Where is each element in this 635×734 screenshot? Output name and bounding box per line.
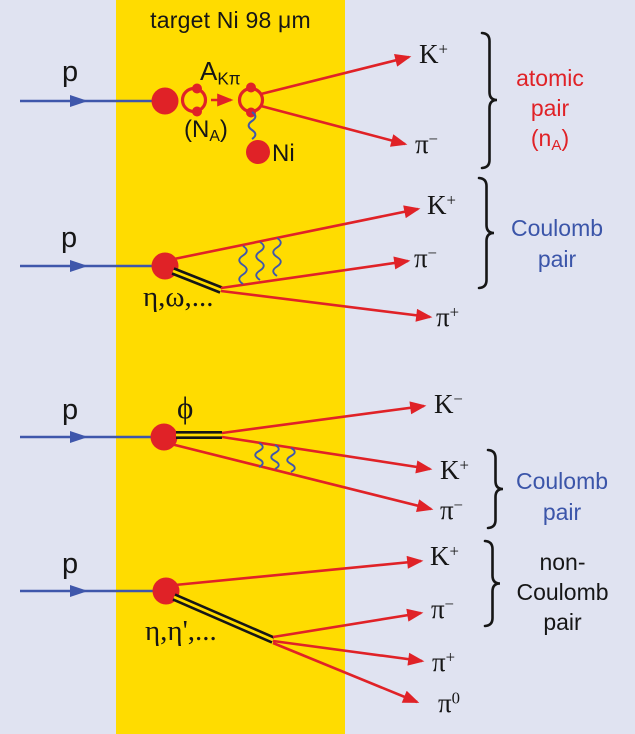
particle-label-kplus: K+ bbox=[440, 455, 469, 485]
atom-dot bbox=[192, 83, 202, 94]
particle-label-kplus: K+ bbox=[427, 190, 456, 220]
interaction-vertex-blob bbox=[151, 252, 179, 280]
number-of-atoms-label: (NA) bbox=[184, 116, 228, 145]
resonance-label-phi: ϕ bbox=[177, 390, 194, 425]
beam-arrowhead-icon bbox=[70, 431, 88, 443]
proton-label: p bbox=[61, 222, 78, 254]
beam-arrowhead-icon bbox=[70, 95, 88, 107]
beam-arrowhead-icon bbox=[70, 585, 88, 597]
atom-dot bbox=[246, 82, 256, 93]
piminus-track bbox=[260, 104, 408, 147]
piplus-track bbox=[220, 289, 433, 322]
row3-phi-coulomb-pair-diagram bbox=[20, 401, 504, 530]
atom-dot bbox=[192, 106, 202, 117]
photon-wave-icon bbox=[247, 111, 257, 140]
photon-wave-icon bbox=[254, 442, 264, 468]
kplus-track bbox=[173, 205, 421, 261]
piminus-track bbox=[170, 442, 434, 512]
row1-atomic-pair-diagram bbox=[20, 31, 498, 170]
photon-wave-icon bbox=[286, 447, 296, 473]
photon-wave-icon bbox=[255, 241, 265, 281]
coulomb-pair-caption: Coulomb pair bbox=[510, 215, 604, 272]
nickel-nucleus-blob bbox=[246, 140, 270, 164]
proton-label: p bbox=[62, 548, 79, 580]
pair-brace bbox=[477, 176, 495, 290]
photon-wave-icon bbox=[270, 444, 280, 470]
resonance-label-eta-omega: η,ω,... bbox=[143, 281, 214, 313]
piminus-track bbox=[272, 608, 424, 639]
kplus-track bbox=[174, 555, 424, 587]
target-title: target Ni 98 μm bbox=[150, 7, 311, 33]
pair-brace bbox=[480, 31, 498, 170]
target-band bbox=[116, 0, 345, 734]
resonance-label-eta-etaprime: η,η',... bbox=[145, 615, 217, 647]
particle-label-piminus: π− bbox=[431, 594, 455, 624]
piminus-track bbox=[220, 256, 411, 290]
interaction-vertex-blob bbox=[152, 577, 180, 605]
kplus-track bbox=[260, 54, 412, 96]
particle-label-piplus: π+ bbox=[436, 302, 460, 332]
interaction-vertex-blob bbox=[151, 87, 179, 115]
coulomb-pair-caption: Coulomb pair bbox=[515, 468, 609, 525]
proton-label: p bbox=[62, 56, 79, 88]
proton-label: p bbox=[62, 394, 79, 426]
pair-brace bbox=[483, 539, 501, 628]
non-coulomb-pair-caption: non- Coulomb pair bbox=[516, 549, 609, 635]
atomic-pair-caption: atomic pair (nA) bbox=[516, 65, 584, 154]
kplus-track bbox=[221, 435, 433, 474]
kminus-track bbox=[221, 401, 427, 435]
kpi-atom-label: AKπ bbox=[200, 56, 241, 89]
atom-dot bbox=[246, 107, 256, 118]
interaction-vertex-blob bbox=[150, 423, 178, 451]
particle-label-kminus: K− bbox=[434, 389, 463, 419]
particle-label-piplus: π+ bbox=[432, 647, 456, 677]
particle-label-kplus: K+ bbox=[419, 39, 448, 69]
particle-label-piminus: π− bbox=[415, 129, 439, 159]
particle-label-pizero: π0 bbox=[438, 688, 461, 718]
resonance-double-line-core bbox=[172, 269, 222, 292]
pizero-track bbox=[272, 641, 420, 704]
pair-brace bbox=[486, 448, 504, 530]
particle-label-piminus: π− bbox=[440, 495, 464, 525]
photon-wave-icon bbox=[238, 245, 248, 285]
particle-label-piminus: π− bbox=[414, 243, 438, 273]
resonance-double-line-core bbox=[173, 595, 274, 642]
photon-wave-icon bbox=[272, 237, 282, 277]
beam-arrowhead-icon bbox=[70, 260, 88, 272]
nickel-label: Ni bbox=[272, 140, 295, 167]
piplus-track bbox=[272, 639, 425, 666]
row2-coulomb-pair-diagram bbox=[20, 176, 495, 322]
row4-non-coulomb-pair-diagram bbox=[20, 539, 501, 704]
particle-label-kplus: K+ bbox=[430, 541, 459, 571]
